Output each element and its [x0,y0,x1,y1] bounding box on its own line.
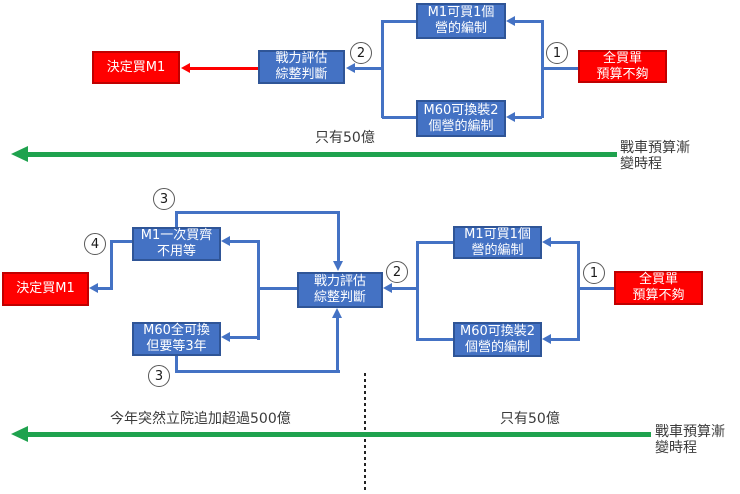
connector-line [542,66,578,70]
timeline-bottom-axis-label: 戰車預算漸 變時程 [655,424,725,457]
connector-line [110,239,132,243]
connector-line [551,337,578,341]
arrowhead-icon [542,334,551,344]
connector-line [174,369,340,373]
connector-line [174,210,178,228]
flow-bottom-eval-box: 戰力評估 綜整判斷 [297,272,383,308]
connector-line [515,115,542,119]
flow-top-decide-box: 決定買M1 [92,51,180,84]
timeline-arrowhead-icon [11,426,28,442]
connector-line [380,19,384,118]
connector-line [258,286,297,290]
arrowhead-icon [332,308,342,318]
timeline-top-label: 只有50億 [315,130,375,146]
arrowhead-icon [333,261,343,271]
flow-bottom-m1-box: M1可買1個 營的編制 [453,226,542,259]
flow-top-full-buy-box: 全買單 預算不夠 [578,50,667,83]
connector-line [355,66,382,70]
flow-bottom-step2-circle: 2 [386,261,408,283]
timeline-bottom-arrow [27,431,651,437]
connector-line [417,337,453,341]
flow-top-step1-circle: 1 [546,42,568,64]
flow-top-step2-circle: 2 [350,42,372,64]
arrowhead-icon [221,236,230,246]
arrowhead-icon [221,332,230,342]
arrowhead-icon [89,283,98,293]
flow-bottom-decide-box: 決定買M1 [2,272,89,306]
flow-top-eval-box: 戰力評估 綜整判斷 [258,50,345,84]
arrowhead-icon [506,16,515,26]
flow-bottom-step4-circle: 4 [84,233,106,255]
arrowhead-icon [506,112,515,122]
connector-line [578,286,614,290]
connector-line [98,286,111,290]
connector-line [382,115,416,119]
flow-bottom-step3-bottom-circle: 3 [148,365,170,387]
arrowhead-icon [383,283,392,293]
flow-bottom-full-buy-box: 全買單 預算不夠 [614,271,703,305]
connector-line [174,356,178,373]
arrowhead-icon [542,237,551,247]
connector-line [335,318,339,372]
connector-line [336,210,340,262]
flow-bottom-m60-swap-box: M60全可換 但要等3年 [132,322,221,356]
connector-line [415,240,419,341]
timeline-bottom-label-left: 今年突然立院追加超過500億 [110,411,291,427]
connector-line [256,239,260,340]
connector-line [515,19,542,23]
flow-top-m1-box: M1可買1個 營的編制 [416,3,506,39]
connector-line [174,210,340,214]
arrowhead-icon [346,63,355,73]
connector-line [230,239,257,243]
connector-line [576,240,580,341]
connector-line [109,239,113,290]
timeline-arrowhead-icon [11,146,28,162]
connector-line [382,19,416,23]
connector-line [551,240,578,244]
flow-bottom-step3-top-circle: 3 [153,188,175,210]
timeline-bottom-label-right: 只有50億 [500,411,560,427]
connector-line [392,286,417,290]
connector-line [190,66,258,70]
flow-bottom-step1-circle: 1 [583,262,605,284]
arrowhead-icon [181,63,190,73]
flow-top-m60-box: M60可換裝2 個營的編制 [416,100,506,137]
timeline-top-axis-label: 戰車預算漸 變時程 [620,140,690,173]
connector-line [417,240,453,244]
timeline-top-arrow [27,151,617,157]
flow-bottom-m60-box: M60可換裝2 個營的編制 [453,322,542,357]
connector-line [230,335,257,339]
flow-bottom-m1-once-box: M1一次買齊 不用等 [132,227,221,261]
